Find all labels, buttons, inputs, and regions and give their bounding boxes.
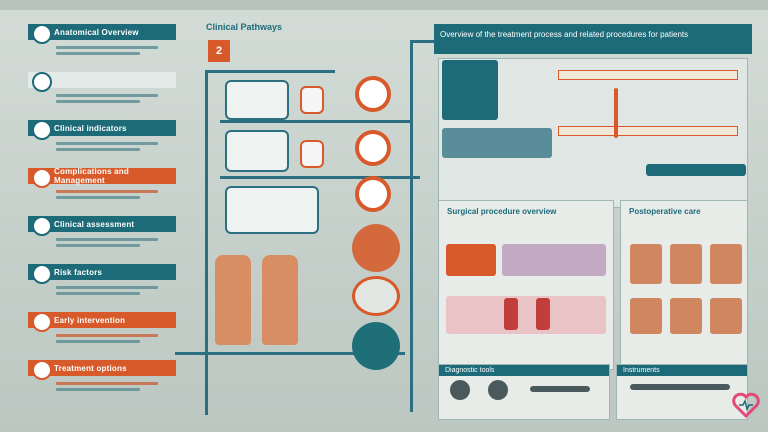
figure-icon [32,264,52,284]
vial-icon [300,140,324,168]
left-card-header: Complications and Management [28,167,176,185]
left-card-text [28,376,176,391]
care-tile [670,244,702,284]
pipe-horizontal [175,352,405,355]
procedure-tile [446,244,496,276]
right-panel: Overview of the treatment process and re… [434,24,752,424]
left-card-header: Risk factors [28,264,176,280]
pipe-vertical-right [410,40,413,412]
section-bar [646,164,746,176]
left-card: Clinical indicators [28,120,176,162]
left-card: Treatment options [28,360,176,402]
care-tile [630,244,662,284]
document-icon [32,72,52,92]
figure-icon [32,216,52,236]
left-card: Complications and Management [28,167,176,210]
left-card-header: Clinical assessment [28,216,176,232]
anatomy-strip [442,128,552,158]
leaf-icon [32,24,52,44]
care-title: Postoperative care [629,207,701,216]
anatomy-figure [225,130,289,172]
connector [614,88,618,138]
instruments-box: Instruments [616,364,748,420]
step-badge: 2 [208,40,230,62]
care-box: Postoperative care [620,200,748,370]
left-card-header [28,72,176,88]
label-chip [558,70,738,80]
tool-icon [450,380,470,400]
care-tile [630,298,662,334]
left-card-text [28,184,176,199]
pipe-horizontal [220,176,420,179]
tool-icon [530,386,590,392]
left-card-header: Anatomical Overview [28,24,176,40]
left-card: Anatomical Overview [28,24,176,66]
right-header: Overview of the treatment process and re… [434,24,752,54]
left-card-text [28,88,176,103]
instruments-title: Instruments [617,365,747,376]
anatomy-figure [225,80,289,120]
left-card-text [28,40,176,55]
step-node [352,276,400,316]
care-tile [710,244,742,284]
left-card-text [28,136,176,151]
left-card: Clinical assessment [28,216,176,258]
limb-figure [215,255,251,345]
pipe-vertical [205,70,208,415]
step-node [355,176,391,212]
step-node [352,224,400,272]
limb-figure [262,255,298,345]
left-column: Anatomical Overview Clinical indicators … [28,24,176,408]
heart-logo-icon [732,392,760,418]
circle-icon [32,360,52,380]
step-node [355,76,391,112]
tool-icon [488,380,508,400]
circle-icon [32,312,52,332]
center-title: Clinical Pathways [206,22,283,32]
overview-tile [442,60,498,120]
instrument-icon [630,384,730,390]
procedure-marker [504,298,518,330]
procedure-marker [536,298,550,330]
procedure-box: Surgical procedure overview [438,200,614,370]
care-tile [710,298,742,334]
label-chip [558,126,738,136]
left-card: Risk factors [28,264,176,306]
left-card-header: Early intervention [28,312,176,328]
left-card-header: Treatment options [28,360,176,376]
left-card: Early intervention [28,312,176,354]
pipe-horizontal [220,120,410,123]
pipe-horizontal [205,70,335,73]
procedure-title: Surgical procedure overview [447,207,557,216]
care-tile [670,298,702,334]
tools-title: Diagnostic tools [439,365,609,376]
top-band [0,0,768,10]
procedure-tile [502,244,606,276]
procedure-tile [446,296,606,334]
step-node [355,130,391,166]
left-card [28,72,176,114]
circle-icon [32,168,52,188]
vial-icon [300,86,324,114]
left-card-header: Clinical indicators [28,120,176,136]
left-card-text [28,280,176,295]
pipe-connector [410,40,434,43]
anatomy-figure [225,186,319,234]
step-node [352,322,400,370]
leaf-icon [32,120,52,140]
left-card-text [28,328,176,343]
left-card-text [28,232,176,247]
